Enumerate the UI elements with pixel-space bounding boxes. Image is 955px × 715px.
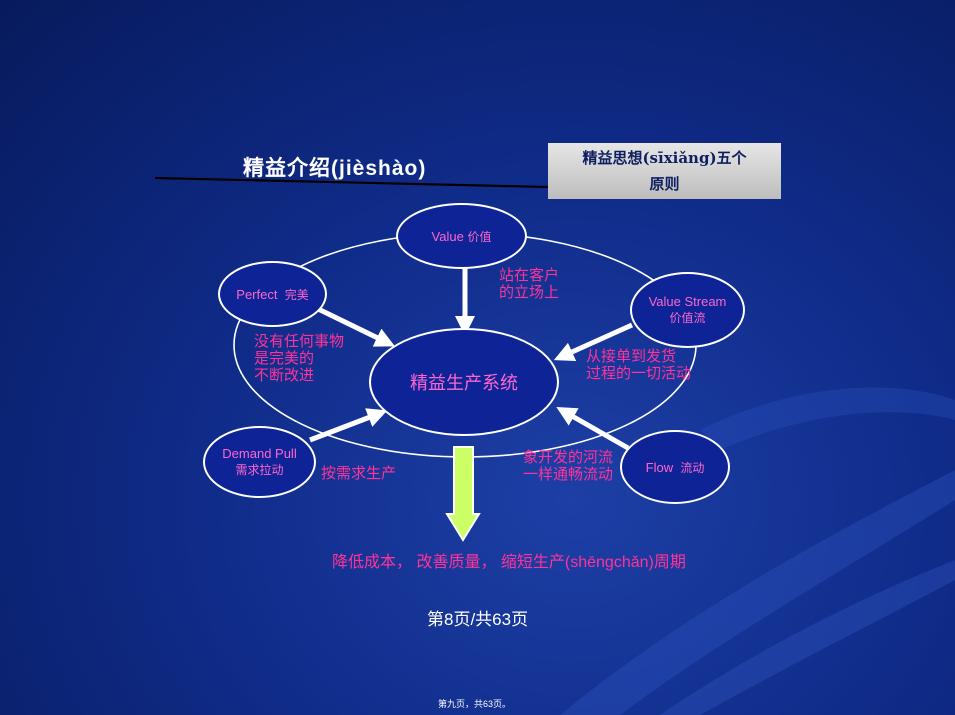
- note-demand-pull-line1: 按需求生产: [321, 464, 397, 482]
- note-value-stream: 从接单到发货 过程的一切活动: [586, 348, 691, 382]
- node-flow-zh: 流动: [680, 460, 705, 475]
- slide-title: 精益介绍(jièshào): [243, 157, 427, 180]
- note-value-stream-line1: 从接单到发货: [586, 347, 677, 365]
- principles-line1: 精益思想(sīxiǎng)五个: [582, 149, 747, 167]
- node-flow: Flow 流动: [620, 430, 730, 504]
- center-node: 精益生产系统: [369, 328, 559, 436]
- note-perfect-line3: 不断改进: [254, 366, 315, 384]
- node-perfect-en: Perfect: [236, 286, 278, 302]
- node-demand-pull-zh: 需求拉动: [235, 463, 284, 477]
- arrow-valuestream-to-center: [553, 322, 634, 362]
- node-value: Value 价值: [396, 203, 527, 269]
- note-perfect-line1: 没有任何事物: [254, 332, 345, 350]
- principles-line2: 原则: [649, 175, 680, 193]
- principles-box: 精益思想(sīxiǎng)五个 原则: [548, 143, 781, 199]
- footer-text: 第九页，共63页。: [438, 699, 512, 709]
- result-text: 降低成本， 改善质量， 缩短生产(shēngchǎn)周期: [332, 554, 686, 571]
- node-value-stream-en: Value Stream: [648, 294, 727, 309]
- arrow-perfect-to-center: [308, 302, 395, 347]
- node-perfect: Perfect 完美: [218, 261, 327, 327]
- note-flow-line2: 一样通畅流动: [523, 465, 614, 483]
- output-arrow: [445, 446, 481, 542]
- node-perfect-zh: 完美: [284, 287, 309, 302]
- node-value-stream-zh: 价值流: [669, 311, 706, 325]
- note-value: 站在客户 的立场上: [499, 267, 559, 301]
- note-value-line2: 的立场上: [499, 283, 560, 301]
- note-perfect: 没有任何事物 是完美的 不断改进: [254, 333, 344, 384]
- title-underline: [154, 176, 549, 189]
- note-value-stream-line2: 过程的一切活动: [586, 364, 692, 382]
- note-flow-line1: 象开发的河流: [523, 448, 614, 466]
- node-flow-en: Flow: [645, 459, 674, 475]
- page-number: 第8页/共63页: [427, 610, 529, 629]
- node-value-stream: Value Stream 价值流: [630, 272, 745, 348]
- note-perfect-line2: 是完美的: [254, 349, 315, 367]
- node-value-zh: 价值: [467, 229, 492, 244]
- arrow-flow-to-center: [556, 407, 630, 451]
- node-value-en: Value: [431, 228, 464, 244]
- note-flow: 象开发的河流 一样通畅流动: [523, 449, 613, 483]
- node-demand-pull: Demand Pull 需求拉动: [203, 426, 316, 498]
- note-value-line1: 站在客户: [499, 266, 560, 284]
- arrow-demandpull-to-center: [309, 408, 388, 443]
- note-demand-pull: 按需求生产: [321, 465, 396, 482]
- node-demand-pull-en: Demand Pull: [222, 446, 297, 461]
